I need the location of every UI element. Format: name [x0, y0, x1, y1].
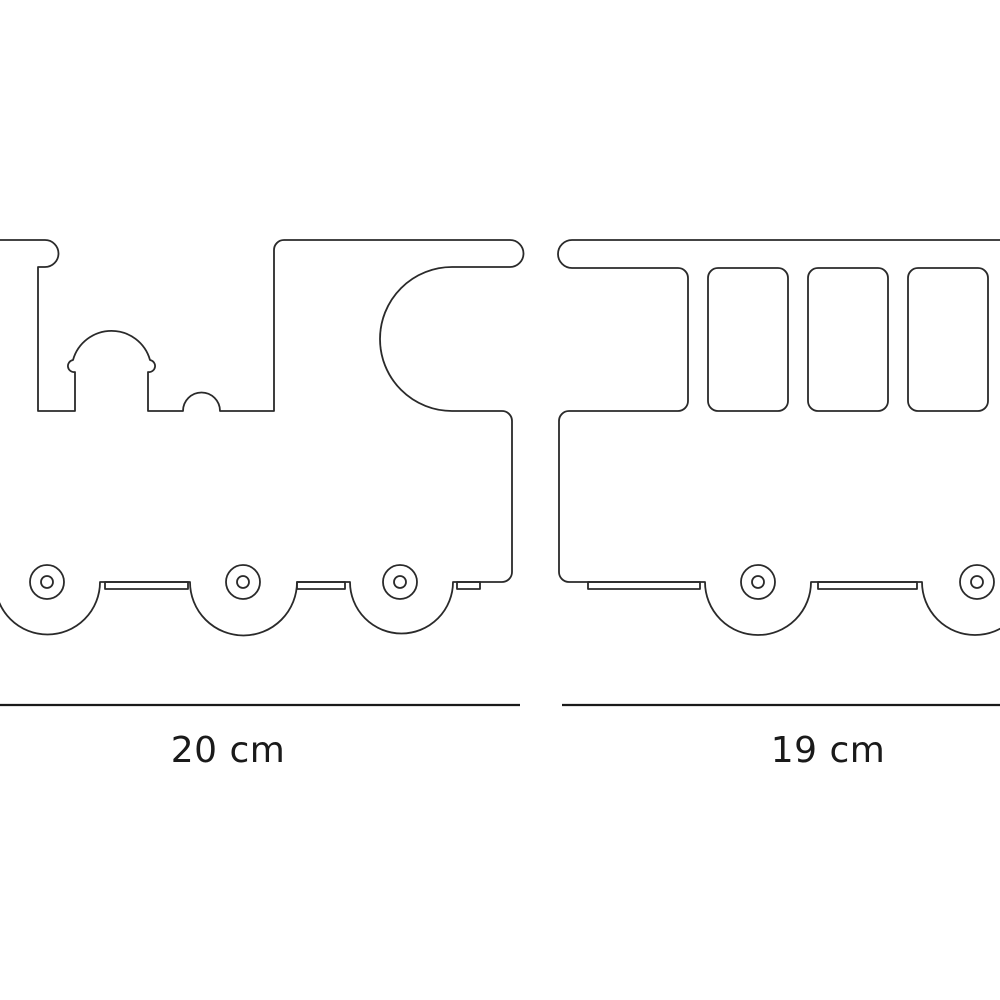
wheel-hub	[740, 564, 776, 600]
wheel-hub	[959, 564, 995, 600]
window	[707, 267, 789, 412]
locomotive-outline	[0, 239, 525, 637]
wagon-width-label: 19 cm	[770, 730, 886, 771]
window	[907, 267, 989, 412]
locomotive-width-label: 20 cm	[170, 730, 286, 771]
rail-slot	[296, 581, 346, 590]
rail-slot	[817, 581, 918, 590]
rail-slot	[587, 581, 701, 590]
rail-slot	[456, 581, 481, 590]
window	[807, 267, 889, 412]
wagon-body	[557, 239, 1000, 636]
rail-slot	[104, 581, 189, 590]
wheel-hub	[29, 564, 65, 600]
locomotive-body	[0, 239, 525, 637]
wagon-outline	[557, 239, 1000, 636]
wheel-hub	[225, 564, 261, 600]
wheel-hub	[382, 564, 418, 600]
